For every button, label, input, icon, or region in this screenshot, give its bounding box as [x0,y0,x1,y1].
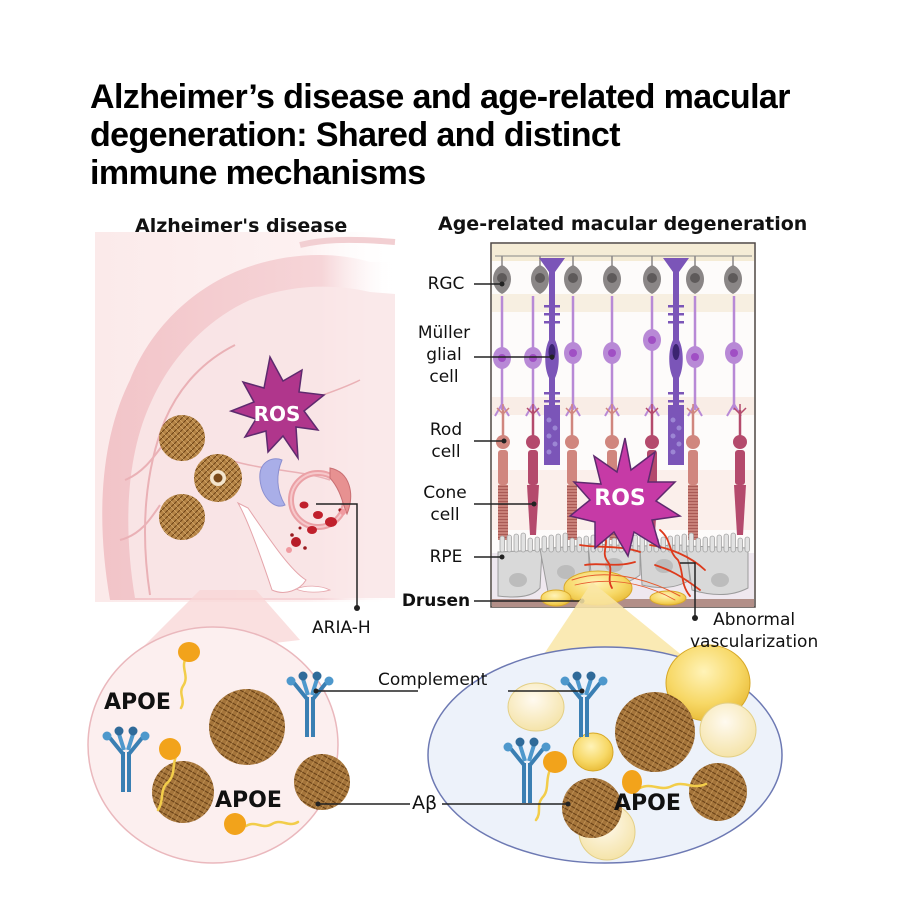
abnormal-vascularization-label: Abnormal vascularization [690,609,818,653]
title-line-2: degeneration: Shared and distinct [90,116,621,154]
title-line-3: immune mechanisms [90,154,426,192]
rgc-cells [493,256,742,294]
rod-label-line-2: cell [431,442,461,462]
complement-antibody-icon [286,671,334,737]
cone-cell-label: Cone cell [418,482,472,526]
muller-glial-cells [539,258,689,465]
rpe-label: RPE [429,547,463,567]
bipolar-cells [493,296,743,417]
apoe-head-icons [159,642,642,835]
inset-leader-lines [316,690,582,805]
apoe-protein-icons [156,656,708,828]
abeta-aggregate-icons [152,689,747,838]
rod-photoreceptor-icon [686,435,700,449]
ros-label-ad: ROS [254,402,301,426]
cone-label-line-2: cell [430,505,460,525]
cone-label-line-1: Cone [423,483,467,503]
amd-panel-title: Age-related macular degeneration [438,213,808,235]
ad-panel-title: Alzheimer's disease [135,215,348,237]
rod-label-line-1: Rod [429,420,463,440]
title-line-1: Alzheimer’s disease and age-related macu… [90,78,790,116]
cone-photoreceptor-icon [733,435,747,449]
ros-starburst-amd: ROS [568,437,683,558]
vascular-label-line-1: Abnormal [713,610,796,630]
blood-vessel-microbleed-icon [259,458,352,553]
amd-label-leaders [474,283,696,618]
ros-label-amd: ROS [594,486,646,511]
cone-photoreceptor-icon [645,435,659,449]
complement-label: Complement [378,670,488,690]
figure-title: Alzheimer’s disease and age-related macu… [90,78,870,192]
complement-antibody-icon [102,726,150,792]
drusen-label: Drusen [401,591,471,611]
rgc-label: RGC [427,274,465,294]
rod-photoreceptor-icon [565,435,579,449]
rod-cell-label: Rod cell [420,419,472,463]
amyloid-plaque-icon [159,415,242,540]
complement-antibody-icon [503,737,551,803]
aria-h-label: ARIA-H [312,618,371,638]
cone-photoreceptor-icon [526,435,540,449]
brain-section-illustration [95,232,396,602]
apoe-label-ad-1: APOE [104,690,171,715]
aria-h-leader-line [316,503,358,608]
apoe-label-ad-2: APOE [215,788,282,813]
vascular-label-line-2: vascularization [690,632,819,652]
muller-glia-icon [539,258,565,465]
muller-label-line-2: glial [426,345,462,365]
apoe-label-amd: APOE [614,791,681,816]
rod-photoreceptor-icon [605,435,619,449]
abeta-label: Aβ [412,792,438,814]
ros-starburst-ad: ROS [228,354,326,461]
muller-label-line-3: cell [429,367,459,387]
abnormal-vessels [571,529,706,601]
muller-glial-cell-label: Müller glial cell [416,322,472,388]
muller-label-line-1: Müller [417,323,471,343]
ad-inset-magnified-view [87,626,339,864]
muller-glia-icon [663,258,689,465]
